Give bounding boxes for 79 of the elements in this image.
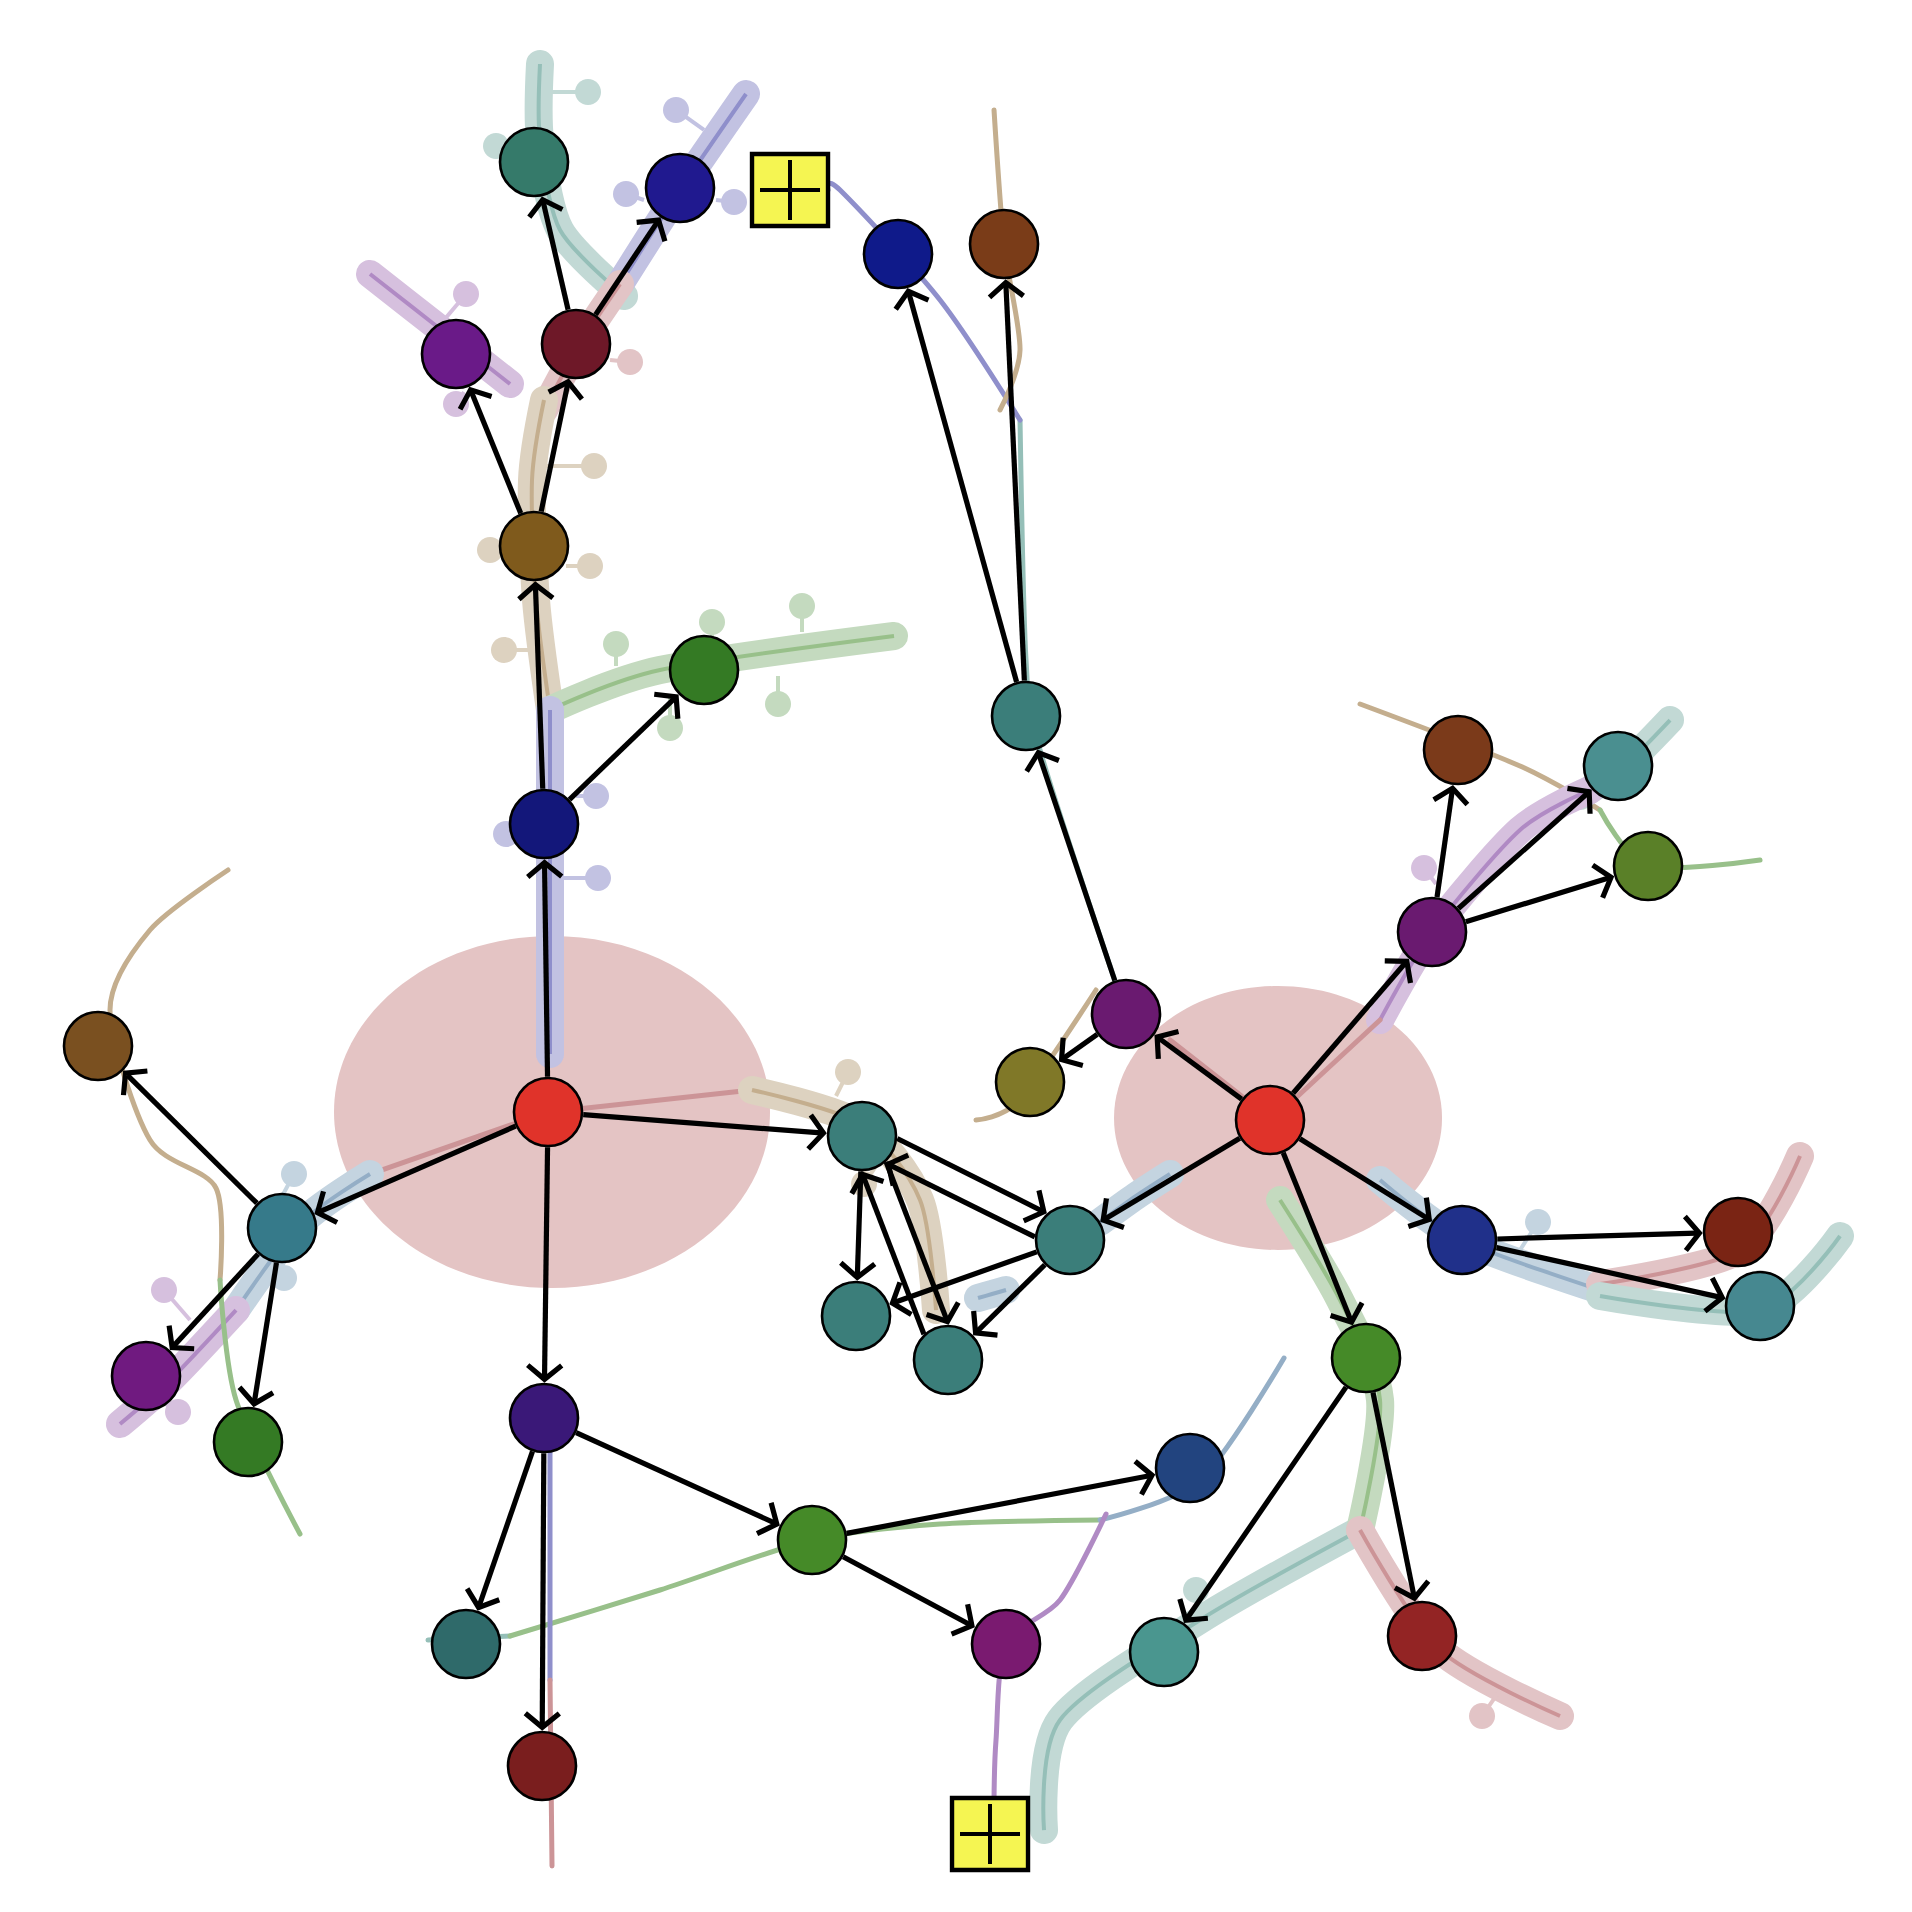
node-circle [862, 218, 934, 290]
arrow [527, 196, 571, 311]
arrow [523, 1453, 561, 1731]
node-circle [1582, 730, 1654, 802]
node-circle [1386, 1600, 1458, 1672]
arrow [896, 1136, 1047, 1224]
arrow [987, 279, 1027, 681]
arrow [1298, 1136, 1433, 1229]
arrow [538, 378, 584, 512]
arrow [1024, 749, 1118, 982]
arrow [1177, 1385, 1349, 1623]
node-circle [912, 1324, 984, 1396]
arrow [1497, 1214, 1703, 1253]
node-circle [508, 788, 580, 860]
node-circle [970, 1608, 1042, 1680]
node-circle [1128, 1616, 1200, 1688]
node-circle [1090, 978, 1162, 1050]
node-circle [246, 1192, 318, 1264]
node-circle [1426, 1204, 1498, 1276]
arrow [839, 1171, 877, 1281]
arrow [885, 1152, 1036, 1240]
arrow [841, 1554, 975, 1637]
node-circle [420, 318, 492, 390]
node-circle [212, 1406, 284, 1478]
arrow [567, 691, 681, 802]
arrow [526, 859, 564, 1077]
arrow [1465, 862, 1615, 925]
arrow [1432, 784, 1470, 898]
arrow [883, 1160, 961, 1325]
arrow [1291, 958, 1414, 1095]
node-circle [1396, 896, 1468, 968]
node-circle [826, 1100, 898, 1172]
arrow [846, 1459, 1156, 1536]
arrow [457, 386, 524, 515]
node-circle [1702, 1196, 1774, 1268]
arrow [1154, 1029, 1244, 1102]
node-circle [1612, 830, 1684, 902]
node-circle [498, 510, 570, 582]
node-circle [110, 1340, 182, 1412]
arrow [1456, 785, 1593, 911]
arrow [166, 1252, 261, 1352]
node-circle [1422, 714, 1494, 786]
arrow [120, 1068, 259, 1206]
node-circle [508, 1382, 580, 1454]
node-circle [990, 680, 1062, 752]
arrow [1100, 1135, 1242, 1230]
node-circle [1154, 1432, 1226, 1504]
node-circle [994, 1046, 1066, 1118]
arrow [237, 1262, 280, 1408]
node-circle [1034, 1204, 1106, 1276]
arrow [1495, 1245, 1726, 1314]
arrow [575, 1430, 780, 1536]
node-circle [820, 1280, 892, 1352]
arrow [1370, 1392, 1431, 1602]
arrow [593, 217, 668, 317]
node-circle [540, 308, 612, 380]
node-circle [498, 126, 570, 198]
arrow [1058, 1032, 1099, 1068]
node-circle [512, 1076, 584, 1148]
arrow [893, 288, 1020, 683]
node-circle [1234, 1084, 1306, 1156]
arrow [583, 1112, 827, 1151]
node-circle [668, 634, 740, 706]
arrow [464, 1450, 535, 1611]
node-circle [1724, 1270, 1796, 1342]
node-circle [644, 152, 716, 224]
node-circle [430, 1608, 502, 1680]
node-circle [776, 1504, 848, 1576]
node-circle [968, 208, 1040, 280]
arrow [517, 581, 555, 789]
arrow [314, 1123, 517, 1225]
arrow [849, 1171, 927, 1336]
arrow [971, 1262, 1047, 1338]
arrow [526, 1147, 564, 1383]
arrow [889, 1249, 1038, 1317]
node-circle [62, 1010, 134, 1082]
node-circle [1330, 1322, 1402, 1394]
node-circle [506, 1730, 578, 1802]
arrow [1280, 1151, 1365, 1326]
